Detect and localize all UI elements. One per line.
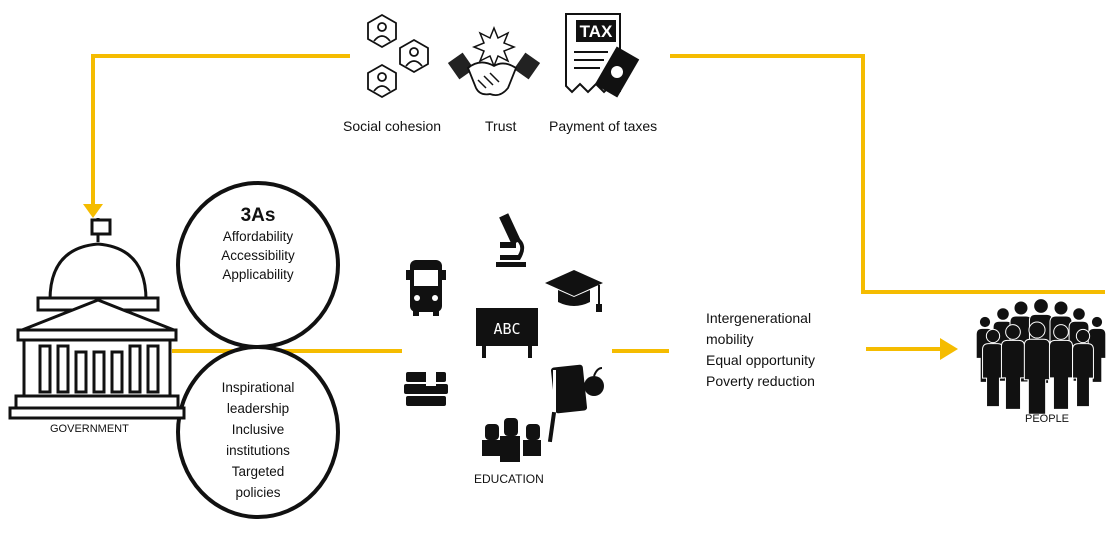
ellipse-leadership-line: leadership bbox=[226, 401, 290, 416]
ellipse-leadership-line: policies bbox=[235, 485, 281, 500]
books-icon bbox=[404, 372, 448, 406]
tax-icon-text: TAX bbox=[580, 22, 613, 41]
connector-top-left bbox=[91, 54, 350, 212]
label-government: GOVERNMENT bbox=[50, 423, 129, 435]
people-network-icon bbox=[367, 13, 429, 99]
tax-document-icon: TAX bbox=[565, 13, 640, 98]
school-bus-icon bbox=[406, 260, 446, 316]
label-people: PEOPLE bbox=[1025, 413, 1070, 425]
ellipse-3as-line: Affordability bbox=[222, 229, 294, 244]
outcome-line: mobility bbox=[706, 331, 754, 347]
outcomes-list: Intergenerational mobility Equal opportu… bbox=[706, 308, 815, 392]
ellipse-3as-line: Accessibility bbox=[221, 248, 295, 263]
capitol-building-icon bbox=[8, 218, 186, 420]
label-trust: Trust bbox=[485, 118, 517, 134]
connector-lines bbox=[83, 54, 1105, 360]
outcome-line: Poverty reduction bbox=[706, 373, 815, 389]
apple-book-icon bbox=[547, 364, 604, 443]
arrow-down-to-government bbox=[83, 204, 103, 218]
crowd-icon bbox=[975, 298, 1107, 415]
label-social-cohesion: Social cohesion bbox=[343, 118, 442, 134]
outcome-line: Intergenerational bbox=[706, 310, 812, 326]
ellipse-leadership-text: Inspirational leadership Inclusive insti… bbox=[188, 377, 328, 503]
microscope-icon bbox=[496, 213, 526, 267]
ellipse-leadership-line: Inclusive bbox=[231, 422, 285, 437]
outcome-line: Equal opportunity bbox=[706, 352, 815, 368]
ellipse-leadership-line: institutions bbox=[226, 443, 290, 458]
chalkboard-text: ABC bbox=[493, 320, 520, 338]
label-payment-of-taxes: Payment of taxes bbox=[549, 118, 658, 134]
ellipse-3as-line: Applicability bbox=[222, 267, 294, 282]
label-education: EDUCATION bbox=[474, 472, 544, 486]
connector-top-right bbox=[670, 54, 1105, 294]
raised-hands-icon bbox=[482, 418, 541, 462]
ellipse-leadership bbox=[176, 345, 340, 519]
ellipse-leadership-line: Targeted bbox=[231, 464, 285, 479]
graduation-cap-icon bbox=[545, 270, 603, 312]
handshake-icon bbox=[447, 25, 541, 97]
chalkboard-icon: ABC bbox=[476, 308, 538, 358]
ellipse-3as-text: 3As Affordability Accessibility Applicab… bbox=[188, 206, 328, 284]
arrow-right-to-people bbox=[940, 338, 958, 360]
ellipse-leadership-line: Inspirational bbox=[221, 380, 295, 395]
ellipse-3as-title: 3As bbox=[240, 205, 276, 226]
